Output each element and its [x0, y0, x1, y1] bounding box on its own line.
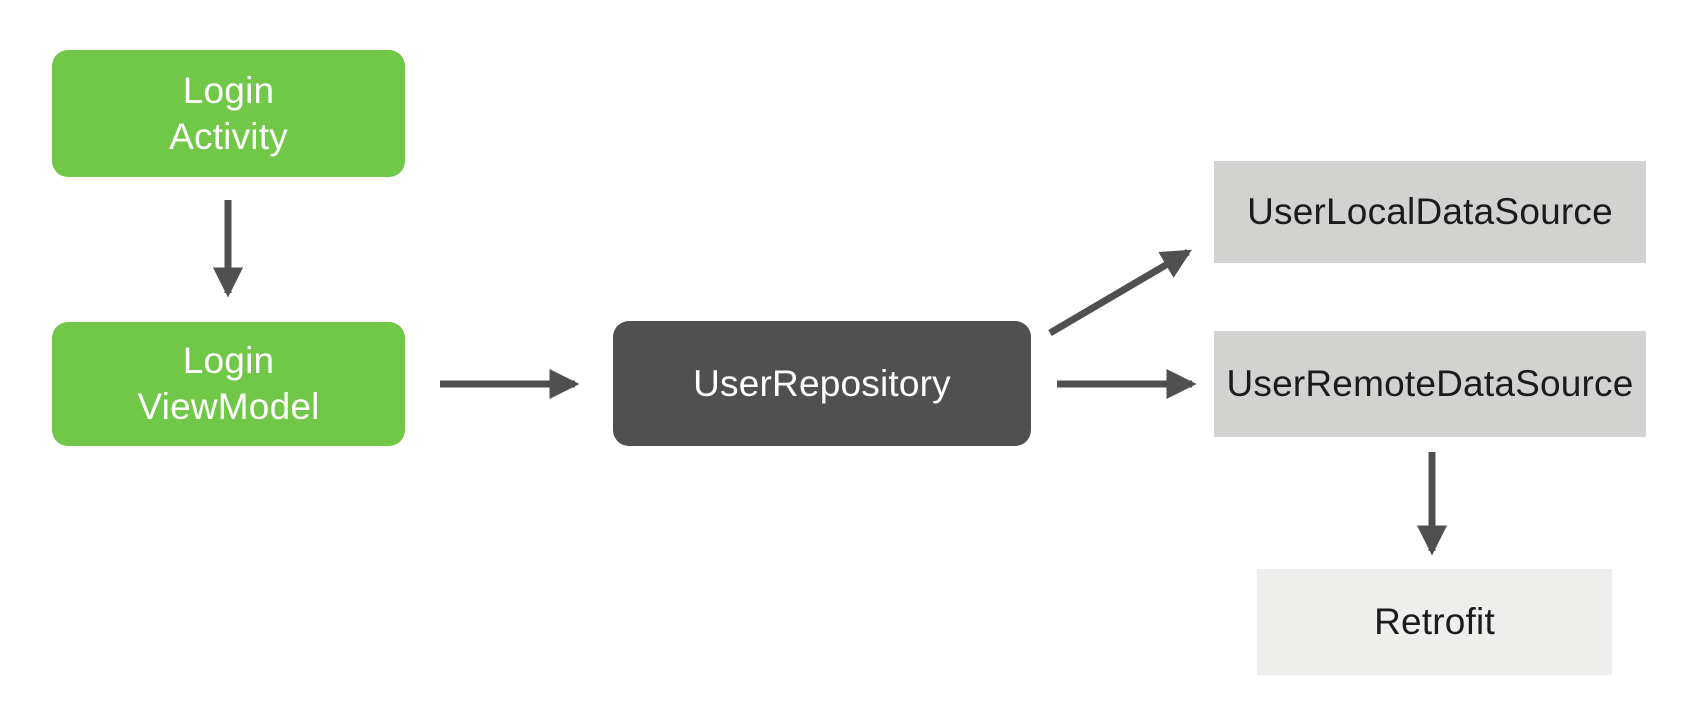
label-line: Login — [182, 69, 275, 111]
node-user-remote-datasource-label: UserRemoteDataSource — [1214, 361, 1646, 407]
node-user-local-datasource: UserLocalDataSource — [1214, 161, 1646, 263]
label-line: UserLocalDataSource — [1247, 191, 1613, 233]
node-user-remote-datasource: UserRemoteDataSource — [1214, 331, 1646, 437]
node-user-repository-label: UserRepository — [613, 361, 1031, 407]
label-line: UserRepository — [693, 362, 951, 404]
node-user-local-datasource-label: UserLocalDataSource — [1214, 189, 1646, 235]
node-retrofit-label: Retrofit — [1257, 599, 1612, 645]
label-line: ViewModel — [137, 386, 320, 427]
arrow-user-repository-to-user-local-datasource — [1048, 248, 1192, 337]
node-login-viewmodel-label: Login ViewModel — [52, 338, 405, 430]
node-login-viewmodel: Login ViewModel — [52, 322, 405, 446]
node-retrofit: Retrofit — [1257, 569, 1612, 675]
label-line: UserRemoteDataSource — [1226, 363, 1634, 405]
label-line: Retrofit — [1374, 601, 1495, 643]
node-login-activity: Login Activity — [52, 50, 405, 177]
node-login-activity-label: Login Activity — [52, 68, 405, 160]
label-line: Login — [182, 340, 275, 382]
label-line: Activity — [169, 115, 288, 157]
node-user-repository: UserRepository — [613, 321, 1031, 446]
